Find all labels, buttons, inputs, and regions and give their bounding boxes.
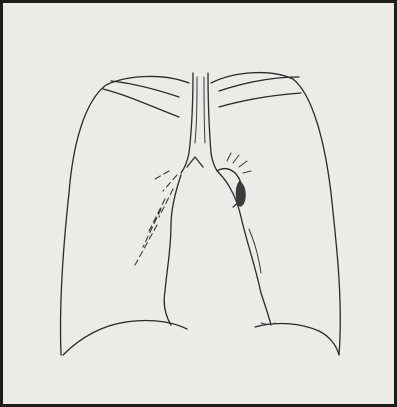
trachea-inner-left (195, 77, 197, 143)
left-chest-outline (211, 73, 340, 355)
left-clavicle-band-upper (219, 77, 299, 91)
left-diaphragm (255, 324, 339, 355)
carina (187, 157, 203, 167)
left-clavicle-band-lower (219, 93, 301, 107)
trachea-left-wall (181, 73, 193, 173)
chest-line-drawing (3, 3, 394, 404)
trachea-inner-right (204, 77, 205, 143)
left-hilum-shadow (236, 181, 246, 207)
right-diaphragm (63, 320, 187, 355)
trachea-right-wall (208, 73, 219, 173)
mediastinum-right-border (164, 175, 181, 325)
right-chest-outline (60, 76, 189, 355)
